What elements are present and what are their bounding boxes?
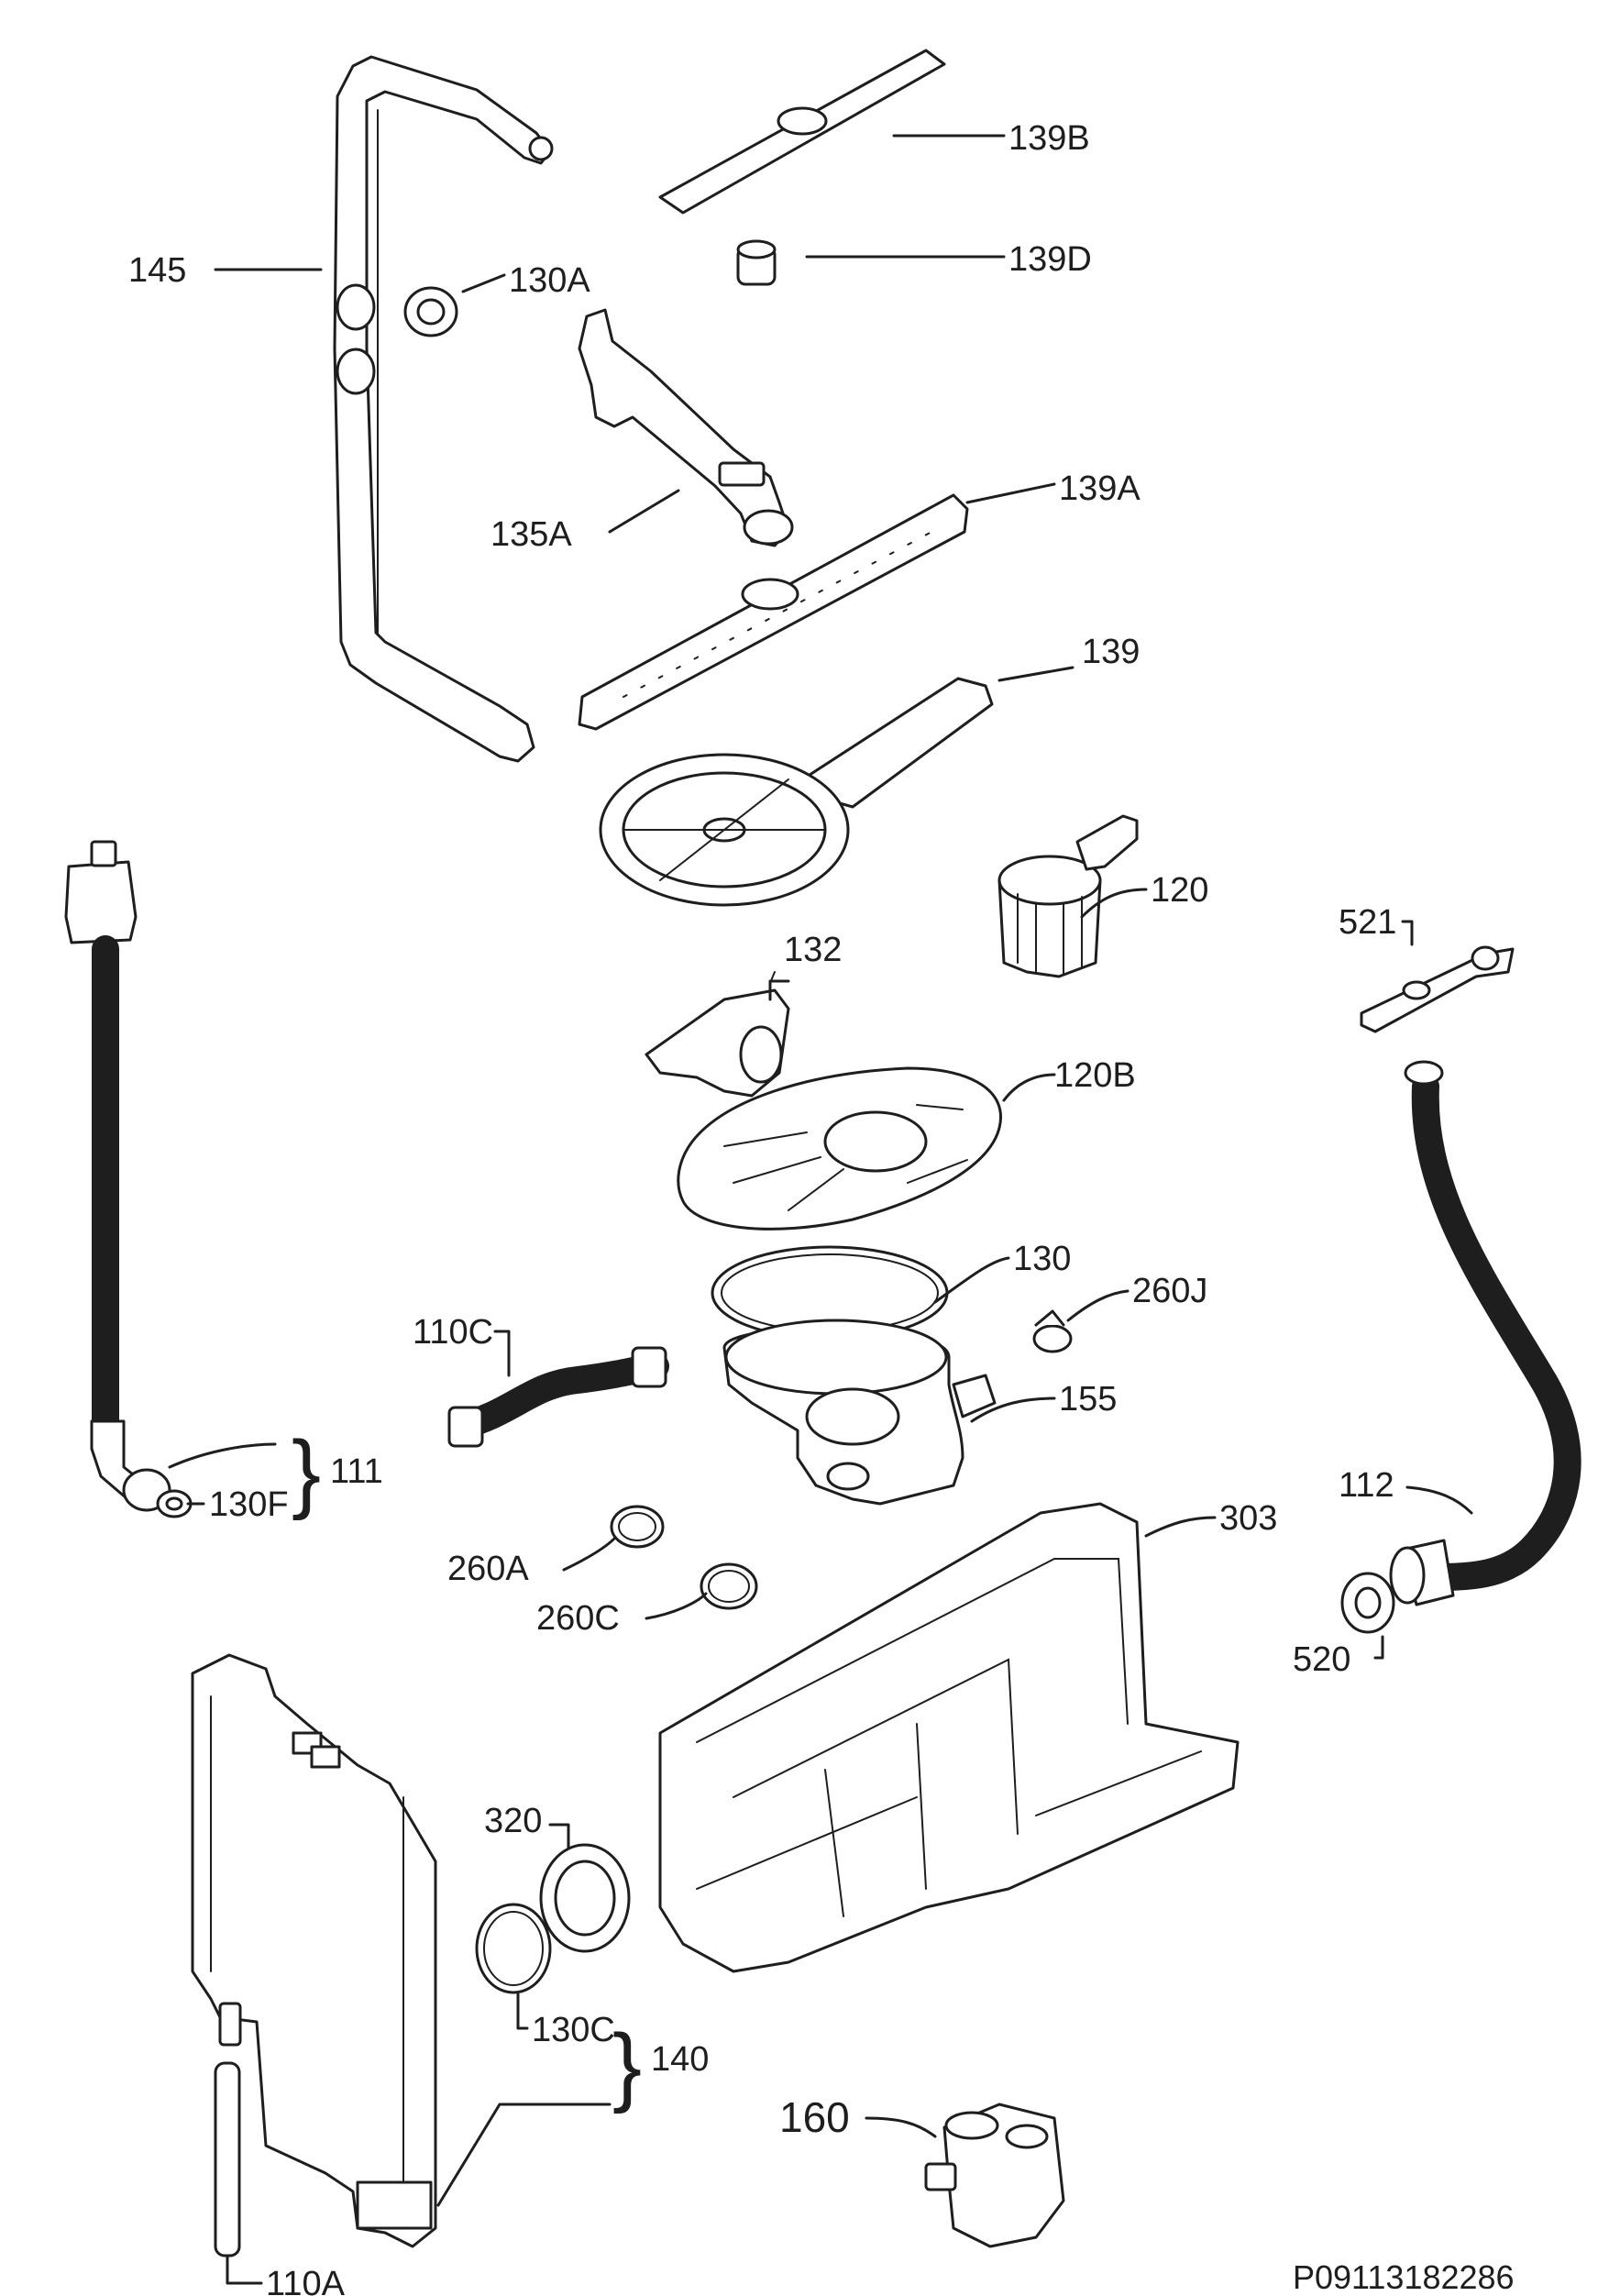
label-160: 160 [779, 2093, 850, 2141]
part-520-nut [1340, 1572, 1395, 1634]
label-520: 520 [1293, 1640, 1350, 1679]
part-320-seal [539, 1843, 631, 1953]
part-110A-rod [214, 2061, 241, 2257]
label-521: 521 [1339, 903, 1396, 942]
part-260A-clamp [610, 1505, 665, 1549]
label-130A: 130A [509, 261, 590, 300]
part-120-filter [997, 814, 1139, 978]
part-260C-clamp [700, 1562, 758, 1610]
label-120: 120 [1151, 871, 1208, 910]
part-155-sump [722, 1319, 997, 1506]
label-303: 303 [1219, 1499, 1277, 1538]
label-139B: 139B [1008, 119, 1090, 158]
label-120B: 120B [1054, 1056, 1136, 1095]
part-135A-spray-arm-supply [578, 308, 794, 547]
part-139-bottom-spray-arm [599, 677, 994, 907]
part-130C-ring [475, 1903, 552, 1994]
label-139: 139 [1082, 633, 1140, 671]
part-139B-top-spray-arm [658, 49, 946, 215]
label-112: 112 [1339, 1466, 1394, 1505]
label-110A: 110A [266, 2265, 346, 2296]
part-120B-filter-plate [677, 1066, 1002, 1231]
label-130C: 130C [532, 2011, 615, 2049]
part-132-sensor [645, 971, 790, 1098]
label-155: 155 [1059, 1380, 1117, 1418]
part-labels: 145 130A 139B 139D 135A 139A 139 120 521… [128, 119, 1515, 2296]
leader-lines [168, 134, 1473, 2285]
part-112-drain-hose [1389, 1060, 1581, 1606]
part-303-base-tray [658, 1502, 1240, 1973]
part-110C-hose [447, 1346, 669, 1448]
part-130A-seal-ring [403, 286, 458, 337]
label-139A: 139A [1059, 469, 1141, 508]
label-130F: 130F [209, 1485, 289, 1524]
brace-140: } [612, 2016, 642, 2114]
part-260J-clamp [1032, 1309, 1073, 1353]
part-140-door-panel [191, 1653, 437, 2248]
label-135A: 135A [490, 515, 572, 554]
label-110C: 110C [413, 1313, 493, 1352]
label-132: 132 [784, 931, 842, 969]
part-130F-washer [156, 1489, 193, 1518]
label-260J: 260J [1132, 1272, 1207, 1310]
label-260A: 260A [447, 1550, 529, 1588]
label-139D: 139D [1008, 240, 1092, 279]
brace-111: } [292, 1423, 321, 1521]
part-139A-spray-arm [578, 493, 969, 731]
part-111-inlet-hose [64, 840, 171, 1512]
label-140: 140 [651, 2040, 709, 2079]
part-139D-nut [736, 239, 777, 286]
part-160-pump [924, 2103, 1065, 2248]
label-260C: 260C [536, 1599, 620, 1638]
label-130: 130 [1013, 1240, 1071, 1278]
label-145: 145 [128, 251, 186, 290]
document-id: P09113182286 [1293, 2258, 1515, 2296]
label-320: 320 [484, 1802, 542, 1840]
label-111: 111 [330, 1452, 383, 1491]
part-145-supply-pipe [333, 55, 554, 763]
part-521-clip [1360, 945, 1515, 1033]
